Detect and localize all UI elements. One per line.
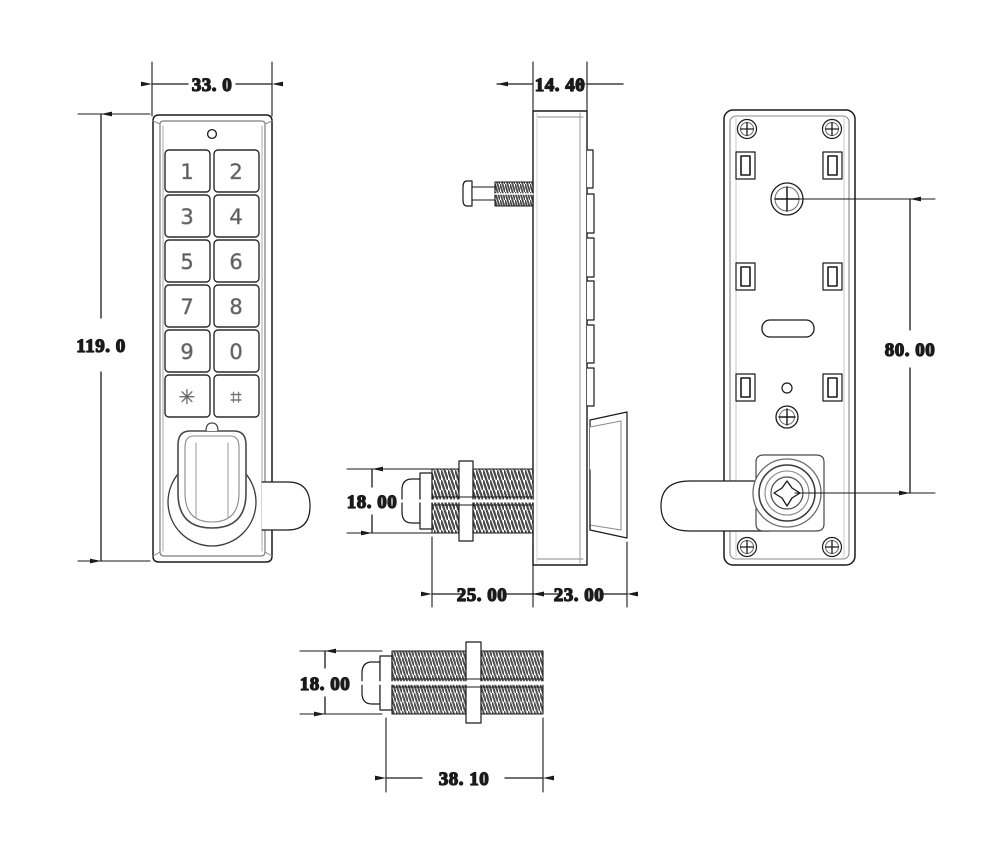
key-6[interactable] xyxy=(213,239,260,283)
dim-width-front: 33. 0 xyxy=(141,74,283,97)
dim-barrel-dia-side: 18. 00 xyxy=(346,466,398,536)
side-mounting-screw xyxy=(462,180,534,207)
keypad: 1 2 3 4 5 6 7 8 9 0 ✳ ⌗ xyxy=(164,149,260,418)
side-housing-clips xyxy=(586,149,595,407)
dim-label-body-depth-side: 23. 00 xyxy=(554,585,605,606)
rear-clip-mid-right xyxy=(822,262,843,291)
key-7[interactable] xyxy=(164,284,211,328)
key-label-3: 3 xyxy=(180,205,193,229)
front-width-extension-lines xyxy=(151,61,273,117)
side-cam xyxy=(589,411,628,539)
key-3[interactable] xyxy=(164,194,211,238)
led-indicator-icon xyxy=(206,128,218,140)
rear-corner-screw-bottom-right xyxy=(821,536,843,558)
front-knob[interactable] xyxy=(167,422,257,547)
rear-corner-screw-bottom-left xyxy=(736,536,758,558)
rear-clip-low-left xyxy=(735,373,756,402)
key-label-hash: ⌗ xyxy=(230,385,241,409)
front-cam xyxy=(261,481,311,531)
key-label-6: 6 xyxy=(229,250,242,274)
key-5[interactable] xyxy=(164,239,211,283)
rear-centre-screw-lower xyxy=(775,405,799,429)
key-asterisk[interactable] xyxy=(164,374,211,418)
key-9[interactable] xyxy=(164,329,211,373)
dim-label-detail-len: 38. 10 xyxy=(439,769,490,790)
dim-thickness-side: 14. 40 xyxy=(496,74,624,97)
key-label-1: 1 xyxy=(180,160,193,184)
dim-label-width-front: 33. 0 xyxy=(192,75,233,96)
side-thickness-extension-lines xyxy=(532,61,588,113)
key-hash[interactable] xyxy=(213,374,260,418)
key-label-asterisk: ✳ xyxy=(179,385,196,409)
key-label-7: 7 xyxy=(180,295,193,319)
side-barrel-assembly: 18. 00 xyxy=(346,460,535,542)
dim-height-front: 119. 0 xyxy=(76,111,126,564)
dim-detail-dia: 18. 00 xyxy=(299,648,351,717)
rear-clip-top-left xyxy=(735,151,756,180)
dim-detail-len: 38. 10 xyxy=(375,768,554,791)
rear-corner-screw-top-left xyxy=(736,118,758,140)
detail-barrel xyxy=(360,641,545,724)
key-8[interactable] xyxy=(213,284,260,328)
dim-label-barrel-dia-side: 18. 00 xyxy=(347,492,398,513)
rear-lock-cylinder xyxy=(752,454,825,532)
rear-clip-top-right xyxy=(822,151,843,180)
dim-label-thickness-side: 14. 40 xyxy=(535,75,586,96)
dim-label-detail-dia: 18. 00 xyxy=(300,674,351,695)
rear-clip-low-right xyxy=(822,373,843,402)
dim-barrel-len-side: 25. 00 xyxy=(421,584,544,607)
key-1[interactable] xyxy=(164,149,211,193)
side-housing xyxy=(532,110,588,566)
rear-view: 80. 00 xyxy=(660,109,936,566)
key-label-9: 9 xyxy=(180,340,193,364)
key-label-4: 4 xyxy=(229,205,242,229)
rear-cam-arm xyxy=(660,480,771,532)
dim-label-barrel-len-side: 25. 00 xyxy=(457,585,508,606)
detail-view: 18. 00 38. 10 xyxy=(299,641,554,793)
dim-label-height-front: 119. 0 xyxy=(76,336,125,357)
dim-label-mount-height: 80. 00 xyxy=(885,340,936,361)
rear-battery-slot xyxy=(761,319,815,338)
rear-vent-hole xyxy=(781,382,793,394)
key-label-0: 0 xyxy=(229,340,242,364)
key-label-2: 2 xyxy=(229,160,242,184)
rear-clips xyxy=(735,151,843,402)
key-label-5: 5 xyxy=(180,250,193,274)
dim-mount-height: 80. 00 xyxy=(884,196,936,496)
dim-body-depth-side: 23. 00 xyxy=(532,584,638,607)
rear-clip-mid-left xyxy=(735,262,756,291)
key-0[interactable] xyxy=(213,329,260,373)
front-view: 33. 0 119. 0 xyxy=(76,61,311,564)
key-4[interactable] xyxy=(213,194,260,238)
detail-dia-extension-lines xyxy=(299,650,383,715)
key-2[interactable] xyxy=(213,149,260,193)
rear-corner-screw-top-right xyxy=(821,118,843,140)
side-view: 14. 40 xyxy=(346,61,638,608)
key-label-8: 8 xyxy=(229,295,242,319)
